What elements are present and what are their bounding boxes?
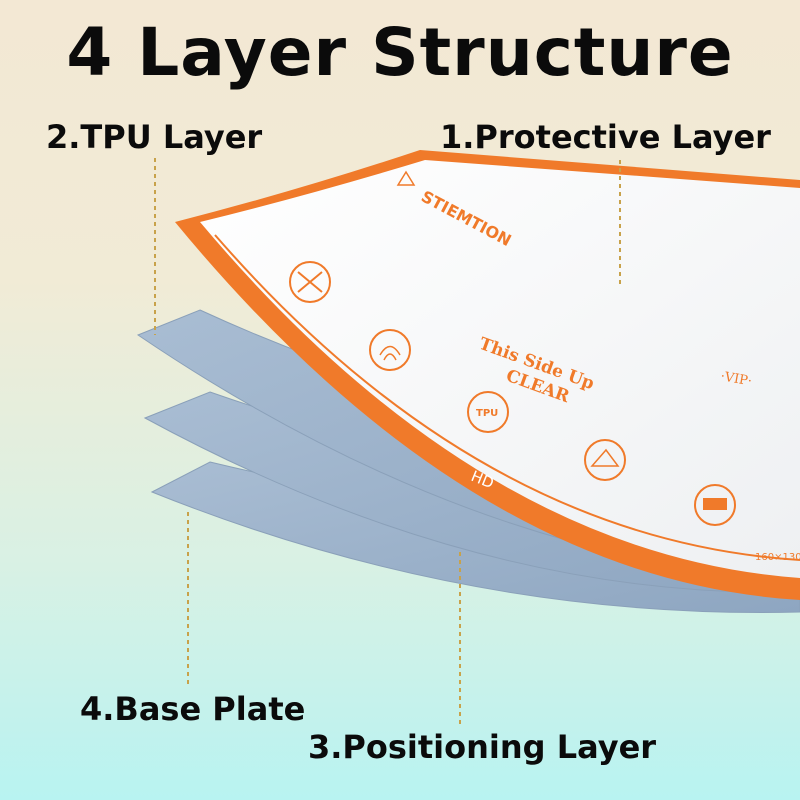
warning-icon [396,170,416,186]
tpu-badge-icon: TPU [467,391,509,433]
film-vip-text: ·VIP· [719,369,753,389]
svg-text:TPU: TPU [476,408,498,419]
scratch-resistant-icon [289,261,331,303]
protective-film-face [200,160,800,578]
protective-layer-label: 1.Protective Layer [440,118,771,156]
page-title: 4 Layer Structure [66,14,734,91]
positioning-layer-label: 3.Positioning Layer [308,728,657,766]
touch-sensitive-icon [369,329,411,371]
orange-inner-border [214,234,800,561]
film-size-text: 160×130 [755,552,800,563]
tpu-layer-label: 2.TPU Layer [46,118,263,156]
full-coverage-icon [694,484,736,526]
base-plate-label: 4.Base Plate [80,690,306,728]
precise-cutouts-icon [584,439,626,481]
